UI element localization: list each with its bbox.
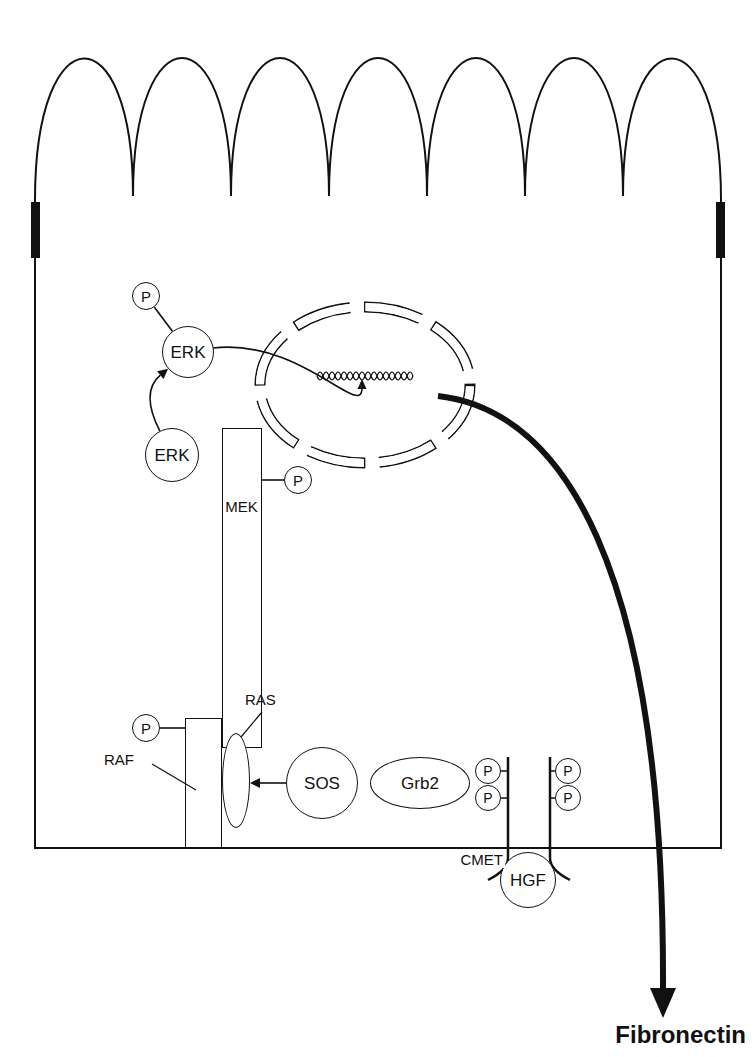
ligand-circle: HGF (500, 852, 556, 908)
connector (160, 727, 185, 729)
node-text: P (141, 289, 151, 304)
signal-arrow (213, 347, 362, 395)
receptor-label: CMET (459, 851, 506, 868)
connector (262, 479, 284, 481)
kinase-circle: ERK (162, 326, 214, 378)
node-text: P (293, 473, 303, 488)
nucleus-envelope-inner (260, 307, 470, 463)
tight-junction (716, 202, 725, 258)
phosphate-circle: P (132, 714, 160, 742)
nucleus-envelope-inner (260, 307, 470, 463)
connector (154, 307, 172, 331)
leader-line (152, 764, 196, 790)
product-label: Fibronectin (613, 1022, 748, 1048)
microvilli (35, 58, 721, 200)
kinase-circle: ERK (145, 428, 199, 482)
node-text: P (483, 791, 492, 805)
tight-junction (31, 202, 40, 258)
arrow-head (650, 988, 676, 1018)
phosphate-circle: P (555, 758, 581, 784)
dna-helix (317, 372, 413, 380)
node-text: RAF (104, 752, 134, 767)
node-text: HGF (510, 872, 546, 889)
phosphate-circle: P (555, 785, 581, 811)
arrow-head (358, 379, 367, 389)
phosphate-circle: P (284, 466, 312, 494)
node-text: SOS (304, 775, 340, 792)
arrow-head (157, 369, 168, 379)
node-text: ERK (155, 447, 190, 464)
node-text: ERK (171, 344, 206, 361)
adaptor-circle: SOS (286, 747, 358, 819)
connector (260, 782, 286, 784)
node-text: P (563, 791, 572, 805)
gtpase-ellipse: RAS (222, 733, 250, 828)
node-text: P (141, 721, 151, 736)
node-text: P (563, 764, 572, 778)
connector (150, 375, 160, 431)
node-text: MEK (225, 499, 258, 514)
phosphate-circle: P (132, 282, 160, 310)
phosphate-circle: P (475, 758, 501, 784)
node-text: P (483, 764, 492, 778)
kinase-box: RAF (185, 718, 222, 848)
node-text: RAS (245, 692, 276, 707)
phospho-stub (501, 771, 555, 798)
phosphate-circle: P (475, 785, 501, 811)
adaptor-ellipse: Grb2 (370, 757, 470, 809)
node-text: Grb2 (401, 775, 439, 792)
nucleus-envelope (260, 307, 470, 463)
secretion-arrow (438, 396, 663, 992)
cell-membrane (35, 200, 721, 848)
arrow-head (250, 778, 260, 788)
leader-line (241, 712, 262, 737)
dna-helix (317, 372, 413, 380)
